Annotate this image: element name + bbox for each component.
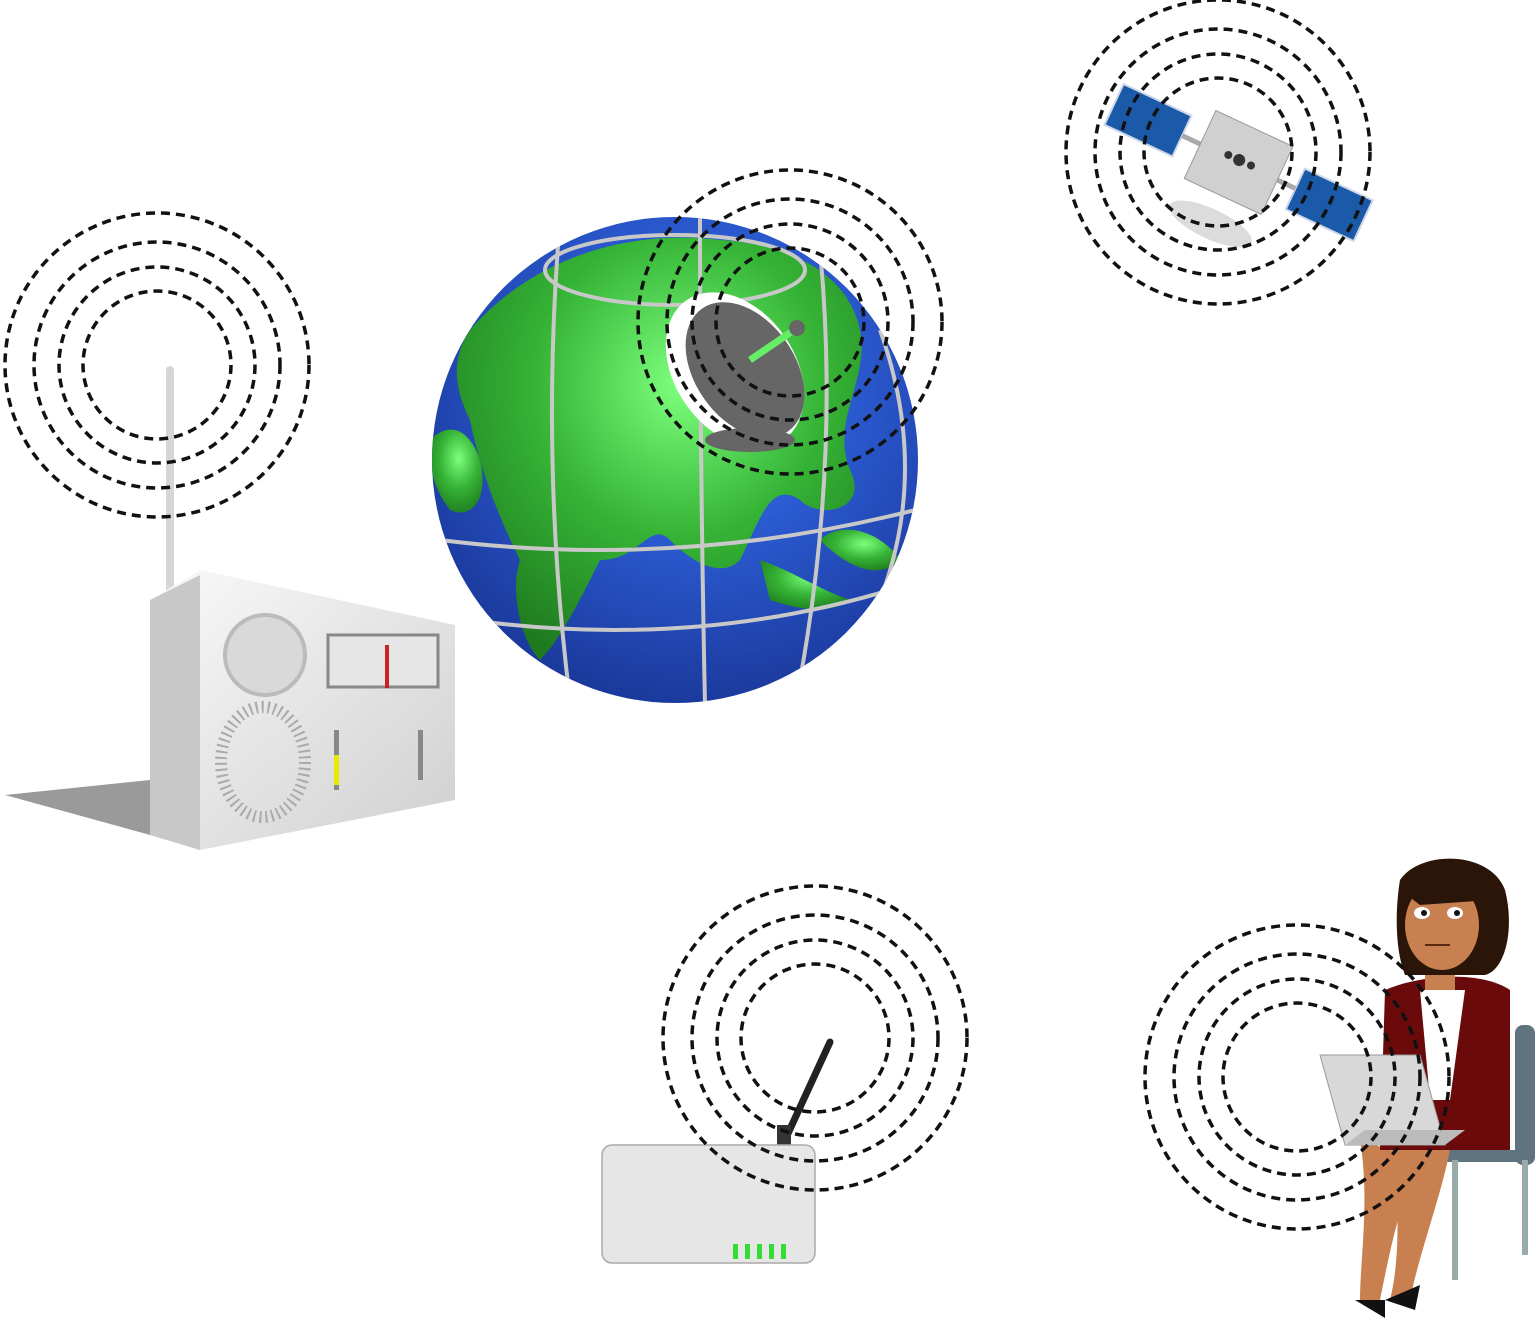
- signal-rings-radio: [3, 211, 311, 519]
- signal-rings-globe-dish: [636, 168, 944, 476]
- signal-rings-router: [661, 884, 969, 1192]
- signal-rings-satellite: [1064, 0, 1372, 306]
- person-with-laptop-icon: [1319, 858, 1535, 1318]
- globe-icon: [432, 217, 918, 703]
- router-leds: [733, 1244, 786, 1259]
- router-icon: [601, 1038, 834, 1264]
- radio-icon: [5, 366, 455, 850]
- satellite-dish-icon: [665, 292, 805, 452]
- signal-rings-person: [1143, 923, 1451, 1231]
